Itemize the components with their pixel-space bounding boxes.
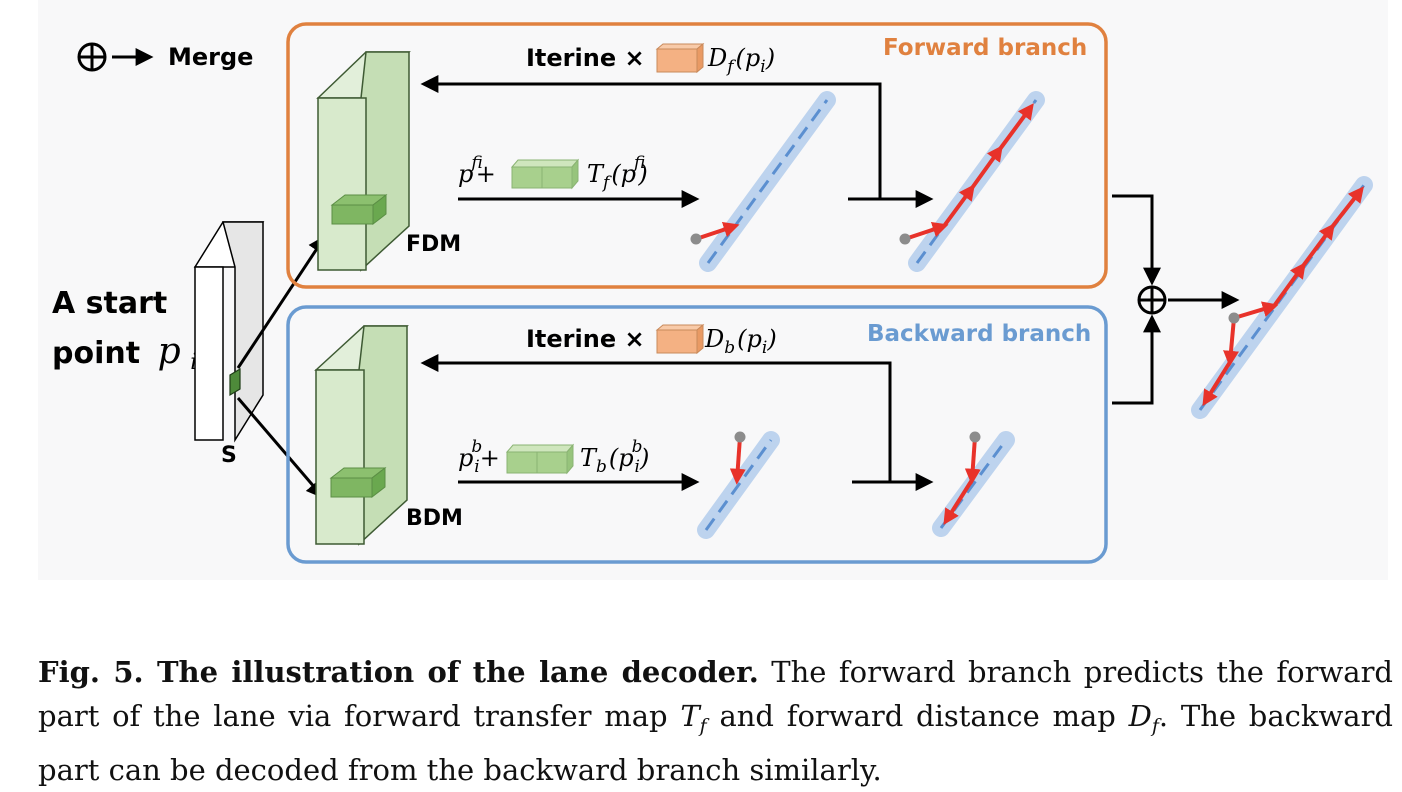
backward-lane-iterated <box>932 431 1015 537</box>
fdm-module: FDM <box>316 51 461 272</box>
start-point-line2: point <box>52 336 140 371</box>
caption-part1: The forward branch predicts the forward … <box>38 655 1393 733</box>
merged-start-dot <box>1228 312 1240 324</box>
svg-text:Tb(pbi): Tb(pbi) <box>580 437 649 477</box>
bdm-label: BDM <box>406 506 463 531</box>
backward-transfer-close: ) <box>639 444 649 472</box>
forward-transfer-arg: (p <box>611 160 636 188</box>
backward-transfer-p: p <box>458 444 473 472</box>
figure-caption: Fig. 5. The illustration of the lane dec… <box>38 650 1393 792</box>
backward-transfer-symbol: T <box>580 444 598 472</box>
forward-transfer-p-sup: f <box>469 153 482 173</box>
forward-iterine-label: Iterine × <box>526 44 645 72</box>
backward-transfer-p-sup: b <box>471 437 482 457</box>
feature-map-label: S <box>221 443 237 468</box>
start-point-subscript: i <box>190 350 197 375</box>
svg-text:Df(pi): Df(pi) <box>707 44 775 77</box>
backward-branch-box <box>286 305 1108 564</box>
caption-part2: and forward distance map <box>706 699 1129 733</box>
backward-distance-arg-sub: i <box>762 338 767 358</box>
caption-tf: T <box>680 699 700 733</box>
backward-feedback-arrow <box>420 354 892 482</box>
backward-distance-map-icon <box>655 323 705 355</box>
forward-start-dot <box>690 233 702 245</box>
backward-distance-arg: (p <box>737 325 762 353</box>
forward-distance-symbol: D <box>707 44 727 72</box>
fdm-inner-cell <box>330 193 388 226</box>
forward-plus: + <box>476 160 496 188</box>
start-point-symbol: p <box>158 331 181 372</box>
svg-text:Db(pi): Db(pi) <box>704 325 777 358</box>
fdm-label: FDM <box>406 232 461 257</box>
forward-transfer-p: p <box>458 160 473 188</box>
backward-distance-symbol: D <box>704 325 724 353</box>
forward-lane-iterated <box>899 91 1045 272</box>
backward-distance-close: ) <box>766 325 776 353</box>
backward-transfer-p-sub: i <box>474 457 479 477</box>
start-point-line1: A start <box>52 286 167 321</box>
svg-text:point p i: point p i <box>52 331 197 375</box>
backward-branch-title: Backward branch <box>867 321 1091 347</box>
backward-transfer-arg: (p <box>609 444 634 472</box>
forward-lane-step1 <box>690 91 836 272</box>
forward-transfer-close: ) <box>637 160 647 188</box>
backward-to-merge-arrow <box>1112 314 1161 405</box>
forward-feedback-arrow <box>420 75 882 198</box>
backward-transfer-sub: b <box>596 457 607 477</box>
backward-plus: + <box>480 444 500 472</box>
caption-part3: . The backward part can be decoded from … <box>38 699 1393 787</box>
forward-transfer-arg-sup: f <box>632 153 645 173</box>
forward-branch-title: Forward branch <box>883 35 1087 61</box>
backward-transfer-arg-sup: b <box>632 437 643 457</box>
forward-transfer-symbol: T <box>587 160 605 188</box>
backward-iterine-label: Iterine × <box>526 325 645 353</box>
forward-transfer-sub: f <box>601 173 612 193</box>
lane-decoder-diagram: Merge A start point p i S Forward branch… <box>52 22 1373 564</box>
s-to-bdm-arrow <box>236 397 325 499</box>
legend-label: Merge <box>168 43 253 71</box>
caption-df-sub: f <box>1151 715 1159 737</box>
feature-map-s: S <box>193 221 265 468</box>
backward-start-dot <box>734 431 746 443</box>
forward-distance-map-icon <box>655 42 705 74</box>
s-to-fdm-arrow <box>236 234 326 369</box>
forward-transfer-map-icon <box>510 158 580 190</box>
svg-text:pfi+: pfi+ <box>458 153 496 188</box>
backward-transfer-arg-sub: i <box>635 457 640 477</box>
merge-node-icon <box>1137 285 1167 315</box>
caption-label: Fig. 5. The illustration of the lane dec… <box>38 655 759 689</box>
forward-distance-arg: (p <box>736 44 761 72</box>
svg-text:Iterine ×: Iterine × <box>526 325 645 353</box>
svg-text:Iterine ×: Iterine × <box>526 44 645 72</box>
forward-to-merge-arrow <box>1112 194 1161 286</box>
merge-symbol-icon <box>77 42 107 72</box>
start-point-cell <box>229 367 241 397</box>
backward-lane-step1 <box>697 431 780 539</box>
backward-transfer-map-icon <box>505 443 575 475</box>
caption-df: D <box>1128 699 1152 733</box>
forward-branch-box <box>286 22 1108 289</box>
bdm-inner-cell <box>329 466 387 499</box>
backward-distance-sub: b <box>724 338 735 358</box>
bdm-module: BDM <box>314 325 463 546</box>
figure-canvas: Merge A start point p i S Forward branch… <box>38 0 1388 580</box>
start-point-label: A start point p i <box>52 286 197 375</box>
forward-distance-close: ) <box>765 44 775 72</box>
merge-legend: Merge <box>77 42 253 72</box>
svg-text:pbi+: pbi+ <box>458 437 500 477</box>
forward-distance-arg-sub: i <box>760 57 765 77</box>
caption-tf-sub: f <box>699 715 707 737</box>
svg-text:Tf(pfi): Tf(pfi) <box>587 153 648 193</box>
merged-lane <box>1191 176 1373 419</box>
forward-distance-sub: f <box>725 57 736 77</box>
